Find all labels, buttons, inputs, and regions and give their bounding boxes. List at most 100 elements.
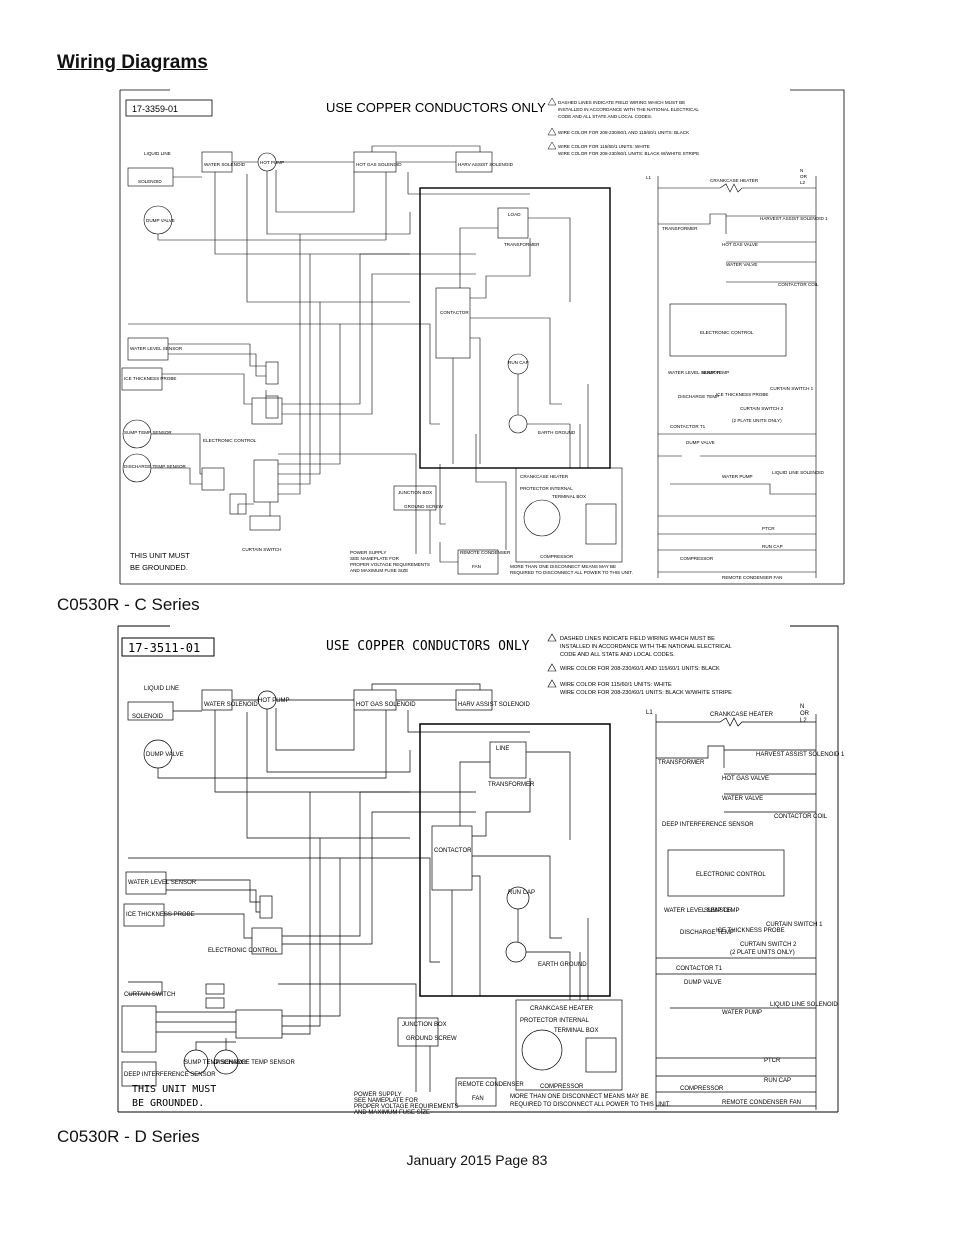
copper-header: USE COPPER CONDUCTORS ONLY [326,639,530,654]
remote-condenser-label: REMOTE CONDENSER [460,550,511,555]
wiring-diagram-c-series: 17-3359-01 USE COPPER CONDUCTORS ONLY DA… [110,84,850,594]
page-footer: January 2015 Page 83 [406,1152,548,1168]
terminal-box-label: TERMINAL BOX [554,1028,598,1034]
ladder-item: PTCR [762,526,775,531]
crankcase-heater-label: CRANKCASE HEATER [530,1006,594,1012]
warning-icon [547,633,557,642]
electronic-control-label: ELECTRONIC CONTROL [208,948,278,954]
discharge-temp-sensor-label: DISCHARGE TEMP SENSOR [214,1060,295,1066]
ladder-item: DEEP INTERFERENCE SENSOR [662,822,754,828]
disconnect-note-line: MORE THAN ONE DISCONNECT MEANS MAY BE [510,564,616,569]
ground-note-line: THIS UNIT MUST [130,551,190,560]
transformer-label: TRANSFORMER [488,782,535,788]
ladder-item: LIQUID LINE SOLENOID [770,1002,838,1008]
power-note-line: SEE NAMEPLATE FOR [350,556,400,561]
harv-assist-solenoid-label: HARV ASSIST SOLENOID [458,162,514,167]
ladder-item: PTCR [764,1058,781,1064]
ladder-l1: L1 [646,710,653,716]
ladder-item: COMPRESSOR [680,556,714,561]
ladder-item: HARVEST ASSIST SOLENOID 1 [760,216,828,221]
wiring-schematic-c: 17-3359-01 USE COPPER CONDUCTORS ONLY DA… [119,89,845,585]
note-line: WIRE COLOR FOR 115/60/1 UNITS: WHITE [560,682,672,688]
diagram-caption-d: C0530R - D Series [57,1127,200,1146]
ladder-item: CRANKCASE HEATER [710,178,759,183]
power-note-line: AND MAXIMUM FUSE SIZE [354,1110,430,1116]
warning-icon [547,663,557,672]
control-box-outline [419,723,611,997]
ladder-n: N [800,168,803,173]
dump-valve-label: DUMP VALVE [146,218,175,223]
contactor-label: CONTACTOR [440,310,469,315]
control-box-outline [419,187,611,469]
ladder-l2: L2 [800,718,807,724]
note-line: WIRE COLOR FOR 208-230/60/1 AND 115/60/1… [558,130,690,135]
ground-screw-label: GROUND SCREW [404,504,443,509]
ladder-item: LIQUID LINE SOLENOID [772,470,825,475]
ladder-l2: L2 [800,180,806,185]
contactor-label: CONTACTOR [434,848,472,854]
note-line: WIRE COLOR FOR 115/60/1 UNITS: WHITE [558,144,650,149]
ladder-item: HOT GAS VALVE [722,242,758,247]
ladder-item: HARVEST ASSIST SOLENOID 1 [756,752,845,758]
ladder-item: TRANSFORMER [662,226,698,231]
ladder-item: RUN CAP [764,1078,791,1084]
power-note-line: SEE NAMEPLATE FOR [354,1098,419,1104]
earth-ground-label: EARTH GROUND [538,962,587,968]
water-solenoid-label: WATER SOLENOID [204,162,246,167]
wiring-schematic-d: 17-3511-01 USE COPPER CONDUCTORS ONLY DA… [117,625,845,1116]
ground-note-line: BE GROUNDED. [132,1098,204,1109]
note-line: WIRE COLOR FOR 208-230/60/1 UNITS: BLACK… [560,690,732,696]
hot-pump-label: HOT PUMP [258,698,290,704]
compressor-label: COMPRESSOR [540,1084,584,1090]
liquid-line-label: LIQUID LINE [144,686,179,692]
dump-valve-label: DUMP VALVE [146,752,184,758]
ladder-item: CONTACTOR T1 [670,424,706,429]
note-line: CODE AND ALL STATE AND LOCAL CODES. [560,652,675,658]
diagram-caption-c: C0530R - C Series [57,595,200,614]
ladder-item: ELECTRONIC CONTROL [696,872,766,878]
disconnect-note-line: REQUIRED TO DISCONNECT ALL POWER TO THIS… [510,570,633,575]
ladder-l1: L1 [646,175,652,180]
solenoid-label: SOLENOID [132,714,164,720]
note-line: WIRE COLOR FOR 208-230/60/1 AND 115/60/1… [560,666,720,672]
power-note-line: AND MAXIMUM FUSE SIZE [350,568,408,573]
liquid-line-label: LIQUID LINE [144,151,171,156]
ladder-item: HOT GAS VALVE [722,776,769,782]
ground-screw-label: GROUND SCREW [406,1036,457,1042]
note-line: DASHED LINES INDICATE FIELD WIRING WHICH… [560,636,715,642]
ladder-or: OR [800,711,810,717]
ladder-item: REMOTE CONDENSER FAN [722,1100,801,1106]
curtain-switch-label: CURTAIN SWITCH [124,992,175,998]
page-title: Wiring Diagrams [57,52,208,73]
ladder-n: N [800,704,804,710]
ladder-item: DUMP VALVE [684,980,722,986]
ladder-item: WATER PUMP [722,474,753,479]
ladder-item: CONTACTOR COIL [778,282,819,287]
ladder-item: ICE THICKNESS PROBE [716,928,785,934]
part-number: 17-3359-01 [132,104,178,114]
water-level-sensor-label: WATER LEVEL SENSOR [128,880,197,886]
ladder-item: CONTACTOR T1 [676,966,723,972]
terminal-box-label: TERMINAL BOX [552,494,586,499]
part-number: 17-3511-01 [128,641,200,655]
ground-note-line: BE GROUNDED. [130,563,188,572]
earth-ground-label: EARTH GROUND [538,430,576,435]
disconnect-note-line: MORE THAN ONE DISCONNECT MEANS MAY BE [510,1094,649,1100]
load-label: LOAD [508,212,521,217]
ladder-item: CURTAIN SWITCH 1 [770,386,814,391]
note-line: CODE AND ALL STATE AND LOCAL CODES. [558,114,652,119]
warning-icon [547,127,557,136]
remote-condenser-label: REMOTE CONDENSER [458,1082,524,1088]
ladder-item: CONTACTOR COIL [774,814,828,820]
fan-label: FAN [472,564,481,569]
protector-internal-label: PROTECTOR INTERNAL [520,486,573,491]
ladder-item: CURTAIN SWITCH 2 [740,406,784,411]
ladder-item: CURTAIN SWITCH 2 [740,942,797,948]
ladder-item: (2 PLATE UNITS ONLY) [730,950,795,956]
junction-box-label: JUNCTION BOX [402,1022,447,1028]
ladder-item: SUMP TEMP [704,908,739,914]
junction-box-label: JUNCTION BOX [398,490,432,495]
ladder-or: OR [800,174,808,179]
ladder-item: ELECTRONIC CONTROL [700,330,754,335]
note-line: WIRE COLOR FOR 208-230/60/1 UNITS: BLACK… [558,151,699,156]
